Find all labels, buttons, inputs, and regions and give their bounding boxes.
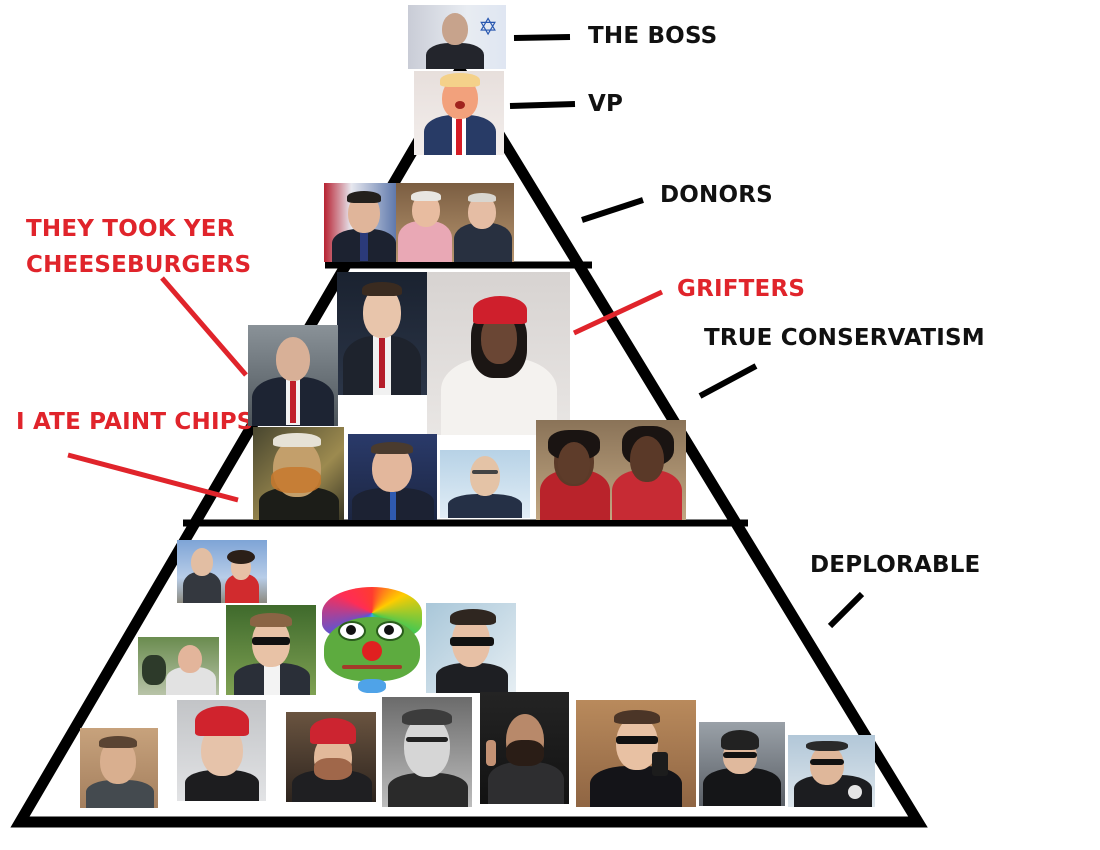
photo-grifter-2 xyxy=(427,272,570,435)
pointer-vp xyxy=(509,101,576,109)
label-deplorable: DEPLORABLE xyxy=(810,552,981,578)
photo-deplorable-11 xyxy=(699,722,785,806)
photo-grifter-3 xyxy=(348,434,437,520)
pointer-grifters xyxy=(572,289,664,336)
label-donors: DONORS xyxy=(660,182,773,208)
photo-cheeseburgers-man xyxy=(248,325,338,426)
photo-deplorable-7 xyxy=(286,712,376,802)
pyramid-outline xyxy=(10,59,928,828)
photo-deplorable-3 xyxy=(226,605,316,695)
photo-deplorable-9 xyxy=(480,692,569,804)
photo-deplorable-1 xyxy=(177,540,267,603)
label-cheeseburgers: THEY TOOK YER CHEESEBURGERS xyxy=(26,211,251,283)
pointer-donors xyxy=(581,197,644,223)
photo-donor-1 xyxy=(324,183,402,262)
photo-deplorable-6 xyxy=(177,700,266,801)
photo-vp xyxy=(414,71,504,155)
photo-deplorable-2 xyxy=(138,637,219,695)
photo-deplorable-10 xyxy=(576,700,696,807)
red-cap-icon xyxy=(473,296,527,324)
photo-deplorable-5 xyxy=(80,728,158,808)
photo-the-boss: ✡ xyxy=(408,5,506,69)
photo-deplorable-8 xyxy=(382,697,472,807)
red-cap-icon xyxy=(310,718,356,744)
label-true-conservatism: TRUE CONSERVATISM xyxy=(704,325,985,351)
label-paint-chips: I ATE PAINT CHIPS xyxy=(16,409,254,435)
pointer-boss xyxy=(513,34,571,41)
photo-grifter-4 xyxy=(440,450,530,518)
pointer-deplorable xyxy=(827,591,865,629)
photo-donor-2 xyxy=(396,183,514,262)
label-cheeseburgers-line2: CHEESEBURGERS xyxy=(26,252,252,278)
photo-grifter-5 xyxy=(536,420,686,520)
pointer-true-conservatism xyxy=(698,363,758,399)
label-vp: VP xyxy=(588,91,624,117)
label-the-boss: THE BOSS xyxy=(588,23,718,49)
clown-frog-meme-icon xyxy=(318,585,426,695)
photo-deplorable-4 xyxy=(426,603,516,693)
label-grifters: GRIFTERS xyxy=(677,276,806,302)
photo-paint-chips-man xyxy=(253,427,344,520)
pointer-paint-chips xyxy=(67,452,239,503)
label-cheeseburgers-line1: THEY TOOK YER xyxy=(26,216,235,242)
photo-deplorable-12 xyxy=(788,735,875,807)
photo-grifter-1 xyxy=(337,272,427,395)
red-cap-icon xyxy=(195,706,249,736)
pointer-cheeseburgers xyxy=(160,276,248,377)
